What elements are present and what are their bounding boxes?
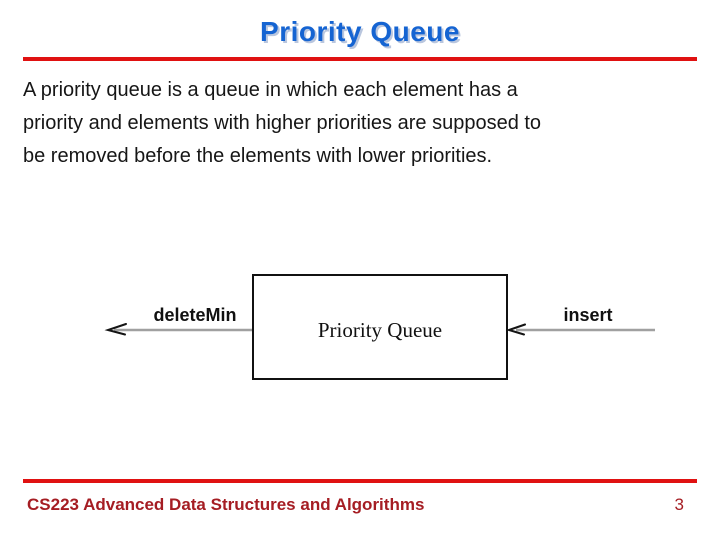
insert-arrowhead-icon xyxy=(505,323,526,336)
body-line-2: priority and elements with higher priori… xyxy=(23,112,542,134)
deletemin-arrowhead-icon xyxy=(104,323,127,336)
queue-box xyxy=(252,274,508,380)
title-rule xyxy=(23,57,697,61)
slide-title: Priority Queue xyxy=(260,16,460,47)
deletemin-label: deleteMin xyxy=(153,305,236,325)
footer: CS223 Advanced Data Structures and Algor… xyxy=(27,495,684,515)
body-line-3: be removed before the elements with lowe… xyxy=(23,145,493,167)
insert-label: insert xyxy=(563,305,612,325)
body-line-1: A priority queue is a queue in which eac… xyxy=(23,79,518,101)
page-number: 3 xyxy=(674,495,684,514)
footer-course-title: CS223 Advanced Data Structures and Algor… xyxy=(27,495,425,514)
body-text: A priority queue is a queue in which eac… xyxy=(23,74,703,173)
footer-rule xyxy=(23,479,697,483)
queue-box-label: Priority Queue xyxy=(318,318,442,342)
